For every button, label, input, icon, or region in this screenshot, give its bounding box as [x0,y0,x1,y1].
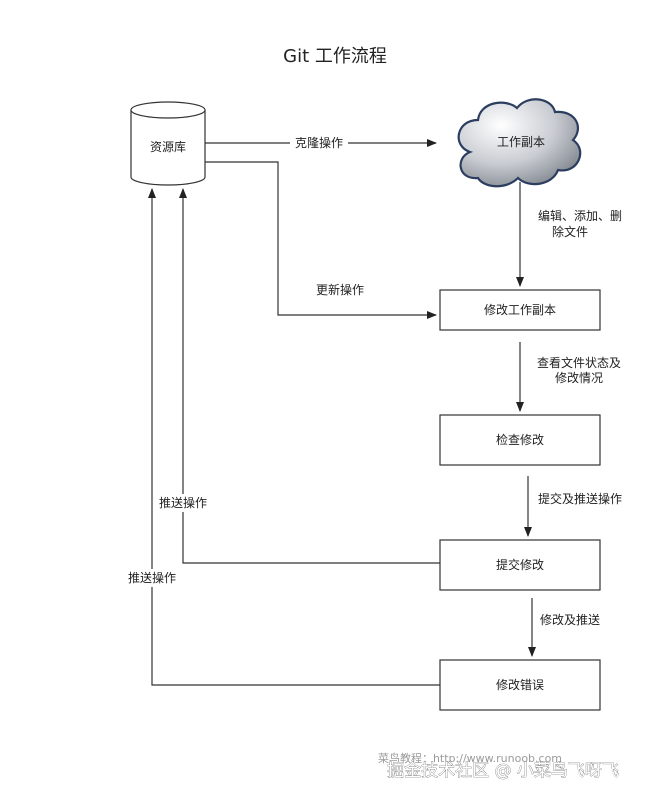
edit-edge: 编辑、添加、删 除文件 [516,182,622,287]
fix-errors-node: 修改错误 [439,659,601,711]
repository-cylinder-body [130,110,206,186]
modify-push-edge: 修改及推送 [528,598,600,657]
working-copy-label: 工作副本 [497,135,545,149]
check-changes-label: 检查修改 [496,432,544,447]
push-label-a-bg [155,494,213,512]
push-edge-fix: 推送操作 [124,188,440,686]
author-watermark: 掘金技术社区 @ 小菜鸟飞呀飞 [387,761,619,781]
fix-errors-label: 修改错误 [496,677,544,692]
edit-label-line2: 除文件 [552,224,588,239]
modify-push-label: 修改及推送 [540,612,600,627]
repository-cylinder-top [130,101,206,119]
diagram-title: Git 工作流程 [283,46,387,67]
push-arrow-fix [148,188,440,686]
commit-push-edge: 提交及推送操作 [524,476,622,537]
source-watermark: 菜鸟教程：http://www.runoob.com [378,751,562,765]
push-label-a: 推送操作 [159,495,207,510]
check-changes-node: 检查修改 [439,414,601,466]
commit-changes-label: 提交修改 [496,557,544,572]
clone-label-bg [290,134,348,152]
check-changes-box [439,414,601,466]
update-edge: 更新操作 [205,161,437,319]
commit-changes-node: 提交修改 [439,539,601,591]
view-status-label-line1: 查看文件状态及 [537,355,621,370]
commit-push-label: 提交及推送操作 [538,491,622,506]
update-label: 更新操作 [316,282,364,297]
view-status-label-line2: 修改情况 [555,370,603,385]
working-copy-node: 工作副本 [457,98,582,188]
push-edge-commit: 推送操作 [155,188,440,564]
edit-label-line1: 编辑、添加、删 [538,208,622,223]
cloud-shape [457,98,582,188]
push-arrow-commit [179,188,440,564]
modify-copy-node: 修改工作副本 [439,289,601,331]
update-arrow [205,161,437,319]
modify-copy-box [439,289,601,331]
push-label-b: 推送操作 [128,570,176,585]
repository-label: 资源库 [150,139,186,154]
repository-node: 资源库 [130,101,206,186]
clone-label: 克隆操作 [295,135,343,150]
modify-copy-label: 修改工作副本 [484,302,556,317]
push-label-b-bg [124,569,182,587]
view-status-edge: 查看文件状态及 修改情况 [516,342,621,412]
clone-edge: 克隆操作 [205,134,437,152]
fix-errors-box [439,659,601,711]
commit-changes-box [439,539,601,591]
